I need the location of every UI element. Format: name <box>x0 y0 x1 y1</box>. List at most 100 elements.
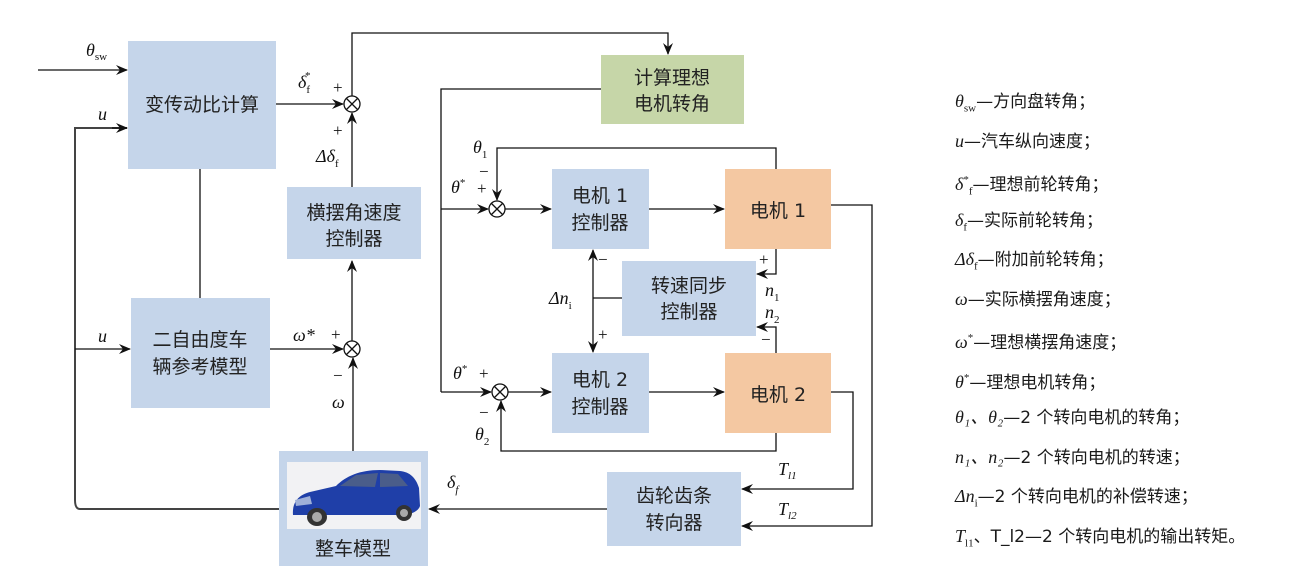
block-yaw-rate-controller: 横摆角速度 控制器 <box>287 187 421 259</box>
legend-item: θsw—方向盘转角； <box>955 82 1291 122</box>
block-rack-pinion: 齿轮齿条 转向器 <box>607 472 741 546</box>
line-vehicle-output <box>74 499 279 510</box>
legend-item: θ*—理想电机转角； <box>955 359 1291 399</box>
legend-subscript: f <box>968 185 973 198</box>
summing-junction-motor1 <box>488 200 506 218</box>
label-n2: n2 <box>765 302 780 326</box>
label-theta1: θ1 <box>473 137 487 161</box>
legend-item: δ*f—理想前轮转角； <box>955 161 1291 201</box>
legend-item: δf—实际前轮转角； <box>955 201 1291 241</box>
legend-description: —汽车纵向速度； <box>964 131 1100 152</box>
legend-description: —方向盘转角； <box>976 92 1096 112</box>
block-motor2-controller-label-2: 控制器 <box>571 396 628 418</box>
label-n1: n1 <box>765 280 780 304</box>
sign-plus-theta-star-1: + <box>477 179 487 198</box>
legend-item: n₁、n₂—2 个转向电机的转速； <box>955 438 1291 478</box>
line-u-feedback <box>74 127 127 500</box>
legend-symbol: ω <box>955 288 968 309</box>
block-speed-sync-controller: 转速同步 控制器 <box>622 261 756 336</box>
arrow-tl1 <box>741 391 854 494</box>
legend-subscript: f <box>963 221 968 234</box>
legend-symbol: δ <box>955 209 964 230</box>
legend-description: —实际前轮转角； <box>967 210 1104 231</box>
arrow-theta2-feedback <box>496 400 777 452</box>
line-theta-star <box>440 88 601 392</box>
block-variable-ratio: 变传动比计算 <box>128 41 276 169</box>
legend-symbol: Δn <box>955 486 975 506</box>
block-motor1: 电机 1 <box>725 169 831 249</box>
legend-item: θ₁、θ₂—2 个转向电机的转角； <box>955 398 1291 438</box>
legend-symbol: θ <box>955 371 964 392</box>
arrow-tl2 <box>741 204 873 531</box>
label-theta-sw: θsw <box>86 40 107 63</box>
block-motor1-controller-label-2: 控制器 <box>571 212 628 234</box>
legend-description: —理想前轮转角； <box>972 175 1109 195</box>
arrow-n1 <box>756 249 777 279</box>
legend-symbol: ω <box>955 332 968 352</box>
block-speed-sync-label-2: 控制器 <box>660 301 717 323</box>
sign-plus-delta-f-star: + <box>333 78 343 97</box>
legend-symbol: T <box>955 525 966 546</box>
label-u-mid: u <box>98 326 107 346</box>
label-omega-star: ω* <box>293 325 315 345</box>
sign-plus-delta-delta-f: + <box>333 121 343 140</box>
summing-junction-yaw <box>343 340 361 358</box>
sign-minus-n2: − <box>761 330 771 349</box>
label-omega: ω <box>332 392 345 412</box>
block-vehicle-model: 整车模型 <box>279 451 428 566</box>
label-theta-star-2: θ* <box>453 363 467 383</box>
legend-symbol: Δδ <box>955 249 974 269</box>
legend-subscript: l1 <box>965 537 974 550</box>
legend-description: —2 个转向电机的转速； <box>1003 447 1190 468</box>
arrow-to-ideal-angle <box>351 32 673 96</box>
legend-description: —2 个转向电机的补偿转速； <box>977 487 1198 507</box>
legend-description: —理想电机转角； <box>969 372 1106 393</box>
legend-subscript: sw <box>963 102 977 115</box>
sign-minus-theta1: − <box>479 162 489 181</box>
block-motor2-controller-label-1: 电机 2 <box>572 369 628 391</box>
symbol-legend: θsw—方向盘转角；u—汽车纵向速度；δ*f—理想前轮转角；δf—实际前轮转角；… <box>955 82 1291 556</box>
summing-junction-steering <box>343 95 361 113</box>
block-variable-ratio-label: 变传动比计算 <box>145 94 259 116</box>
label-tl2: Tl2 <box>778 499 797 522</box>
block-ideal-motor-angle: 计算理想 电机转角 <box>601 55 744 124</box>
legend-symbol: n₁、n₂ <box>955 446 1004 467</box>
block-ref-model-label-1: 二自由度车 <box>152 329 247 351</box>
label-delta-delta-f: Δδf <box>315 146 339 170</box>
block-ideal-angle-label-1: 计算理想 <box>634 67 710 89</box>
legend-item: u—汽车纵向速度； <box>955 122 1291 162</box>
block-yaw-rate-controller-label-1: 横摆角速度 <box>306 202 401 224</box>
legend-symbol: θ <box>955 91 964 111</box>
legend-superscript: * <box>963 371 970 384</box>
label-delta-n-i: Δni <box>548 288 572 312</box>
signal-labels: θsw u u δf* + + Δδf ω* + − ω θ1 − θ* + θ… <box>86 40 797 522</box>
legend-item: Δδf—附加前轮转角； <box>955 240 1291 280</box>
connections <box>38 32 873 531</box>
block-vehicle-model-label: 整车模型 <box>315 538 391 560</box>
block-ref-model-label-2: 辆参考模型 <box>152 356 247 378</box>
block-speed-sync-label-1: 转速同步 <box>651 275 727 297</box>
sign-minus-omega: − <box>333 366 343 385</box>
legend-description: —实际横摆角速度； <box>967 289 1121 310</box>
legend-item: ω—实际横摆角速度； <box>955 280 1291 320</box>
legend-symbol: u <box>955 130 964 151</box>
sign-plus-n1: + <box>759 250 769 269</box>
block-rack-pinion-label-2: 转向器 <box>645 512 702 534</box>
arrow-n2 <box>756 322 777 353</box>
legend-description: —理想横摆角速度； <box>973 333 1127 353</box>
block-motor2: 电机 2 <box>725 353 831 433</box>
block-motor2-label: 电机 2 <box>750 384 806 406</box>
label-u-top: u <box>98 104 107 124</box>
block-motor1-controller: 电机 1 控制器 <box>552 169 649 249</box>
legend-item: Δni—2 个转向电机的补偿转速； <box>955 477 1291 517</box>
sign-minus-theta2: − <box>479 403 489 422</box>
legend-item: ω*—理想横摆角速度； <box>955 319 1291 359</box>
sign-minus-delta-n: − <box>598 250 608 269</box>
label-tl1: Tl1 <box>778 459 797 482</box>
summing-junction-motor2 <box>491 383 509 401</box>
sign-plus-omega-star: + <box>331 325 341 344</box>
legend-symbol: δ <box>955 174 964 194</box>
block-motor1-controller-label-1: 电机 1 <box>572 185 628 207</box>
block-ideal-angle-label-2: 电机转角 <box>634 93 710 115</box>
